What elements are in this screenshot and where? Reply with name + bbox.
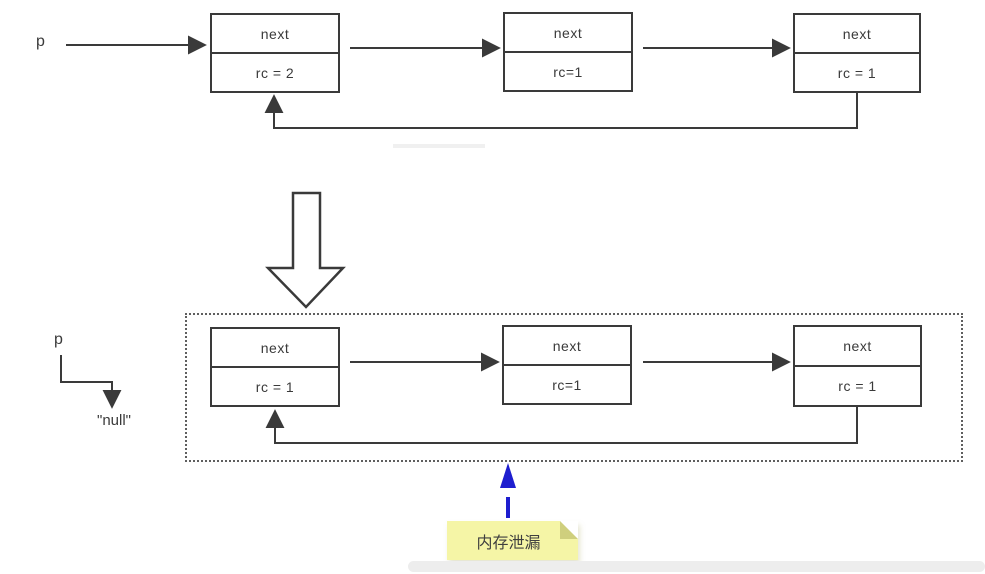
top-node-2-rc-field: rc=1 [553,63,583,80]
top-cycle-back-edge [264,93,858,129]
bottom-node-3-next-field: next [795,327,920,367]
top-node-2-next-field: next [505,14,631,53]
bottom-node-1-rc-field: rc = 1 [255,378,295,395]
top-node-1-next-field: next [212,15,338,54]
top-node-3-next-field: next [795,15,919,54]
bottom-node-1-next-field: next [212,329,338,368]
leaked-cycle-region [185,313,963,462]
big-down-arrow-icon [265,191,346,309]
bottom-node-2-next-field: next [504,327,630,366]
bottom-node-1: next rc = 1 [210,327,340,407]
bottom-node-2: next rc=1 [502,325,632,405]
bottom-cycle-back-edge [265,407,858,444]
faint-shadow-line [393,144,485,148]
top-node-2: next rc=1 [503,12,633,92]
top-pointer-label: p [36,33,45,50]
top-node-1: next rc = 2 [210,13,340,93]
memory-leak-note: 内存泄漏 [447,521,578,560]
bottom-node-3: next rc = 1 [793,325,922,407]
bottom-pointer-null-arrow [60,355,122,409]
bottom-shadow-band [408,561,985,572]
bottom-pointer-label: p [54,331,63,348]
memory-leak-callout-arrowhead-icon [500,463,516,488]
null-label: "null" [97,412,131,429]
top-node-3: next rc = 1 [793,13,921,93]
bottom-node-2-rc-field: rc=1 [552,376,582,393]
note-fold-corner-icon [560,521,578,539]
bottom-node-3-rc-field: rc = 1 [838,378,877,394]
top-node-3-rc-field: rc = 1 [837,64,877,81]
top-node-1-rc-field: rc = 2 [255,64,295,81]
memory-leak-note-label: 内存泄漏 [476,534,541,552]
